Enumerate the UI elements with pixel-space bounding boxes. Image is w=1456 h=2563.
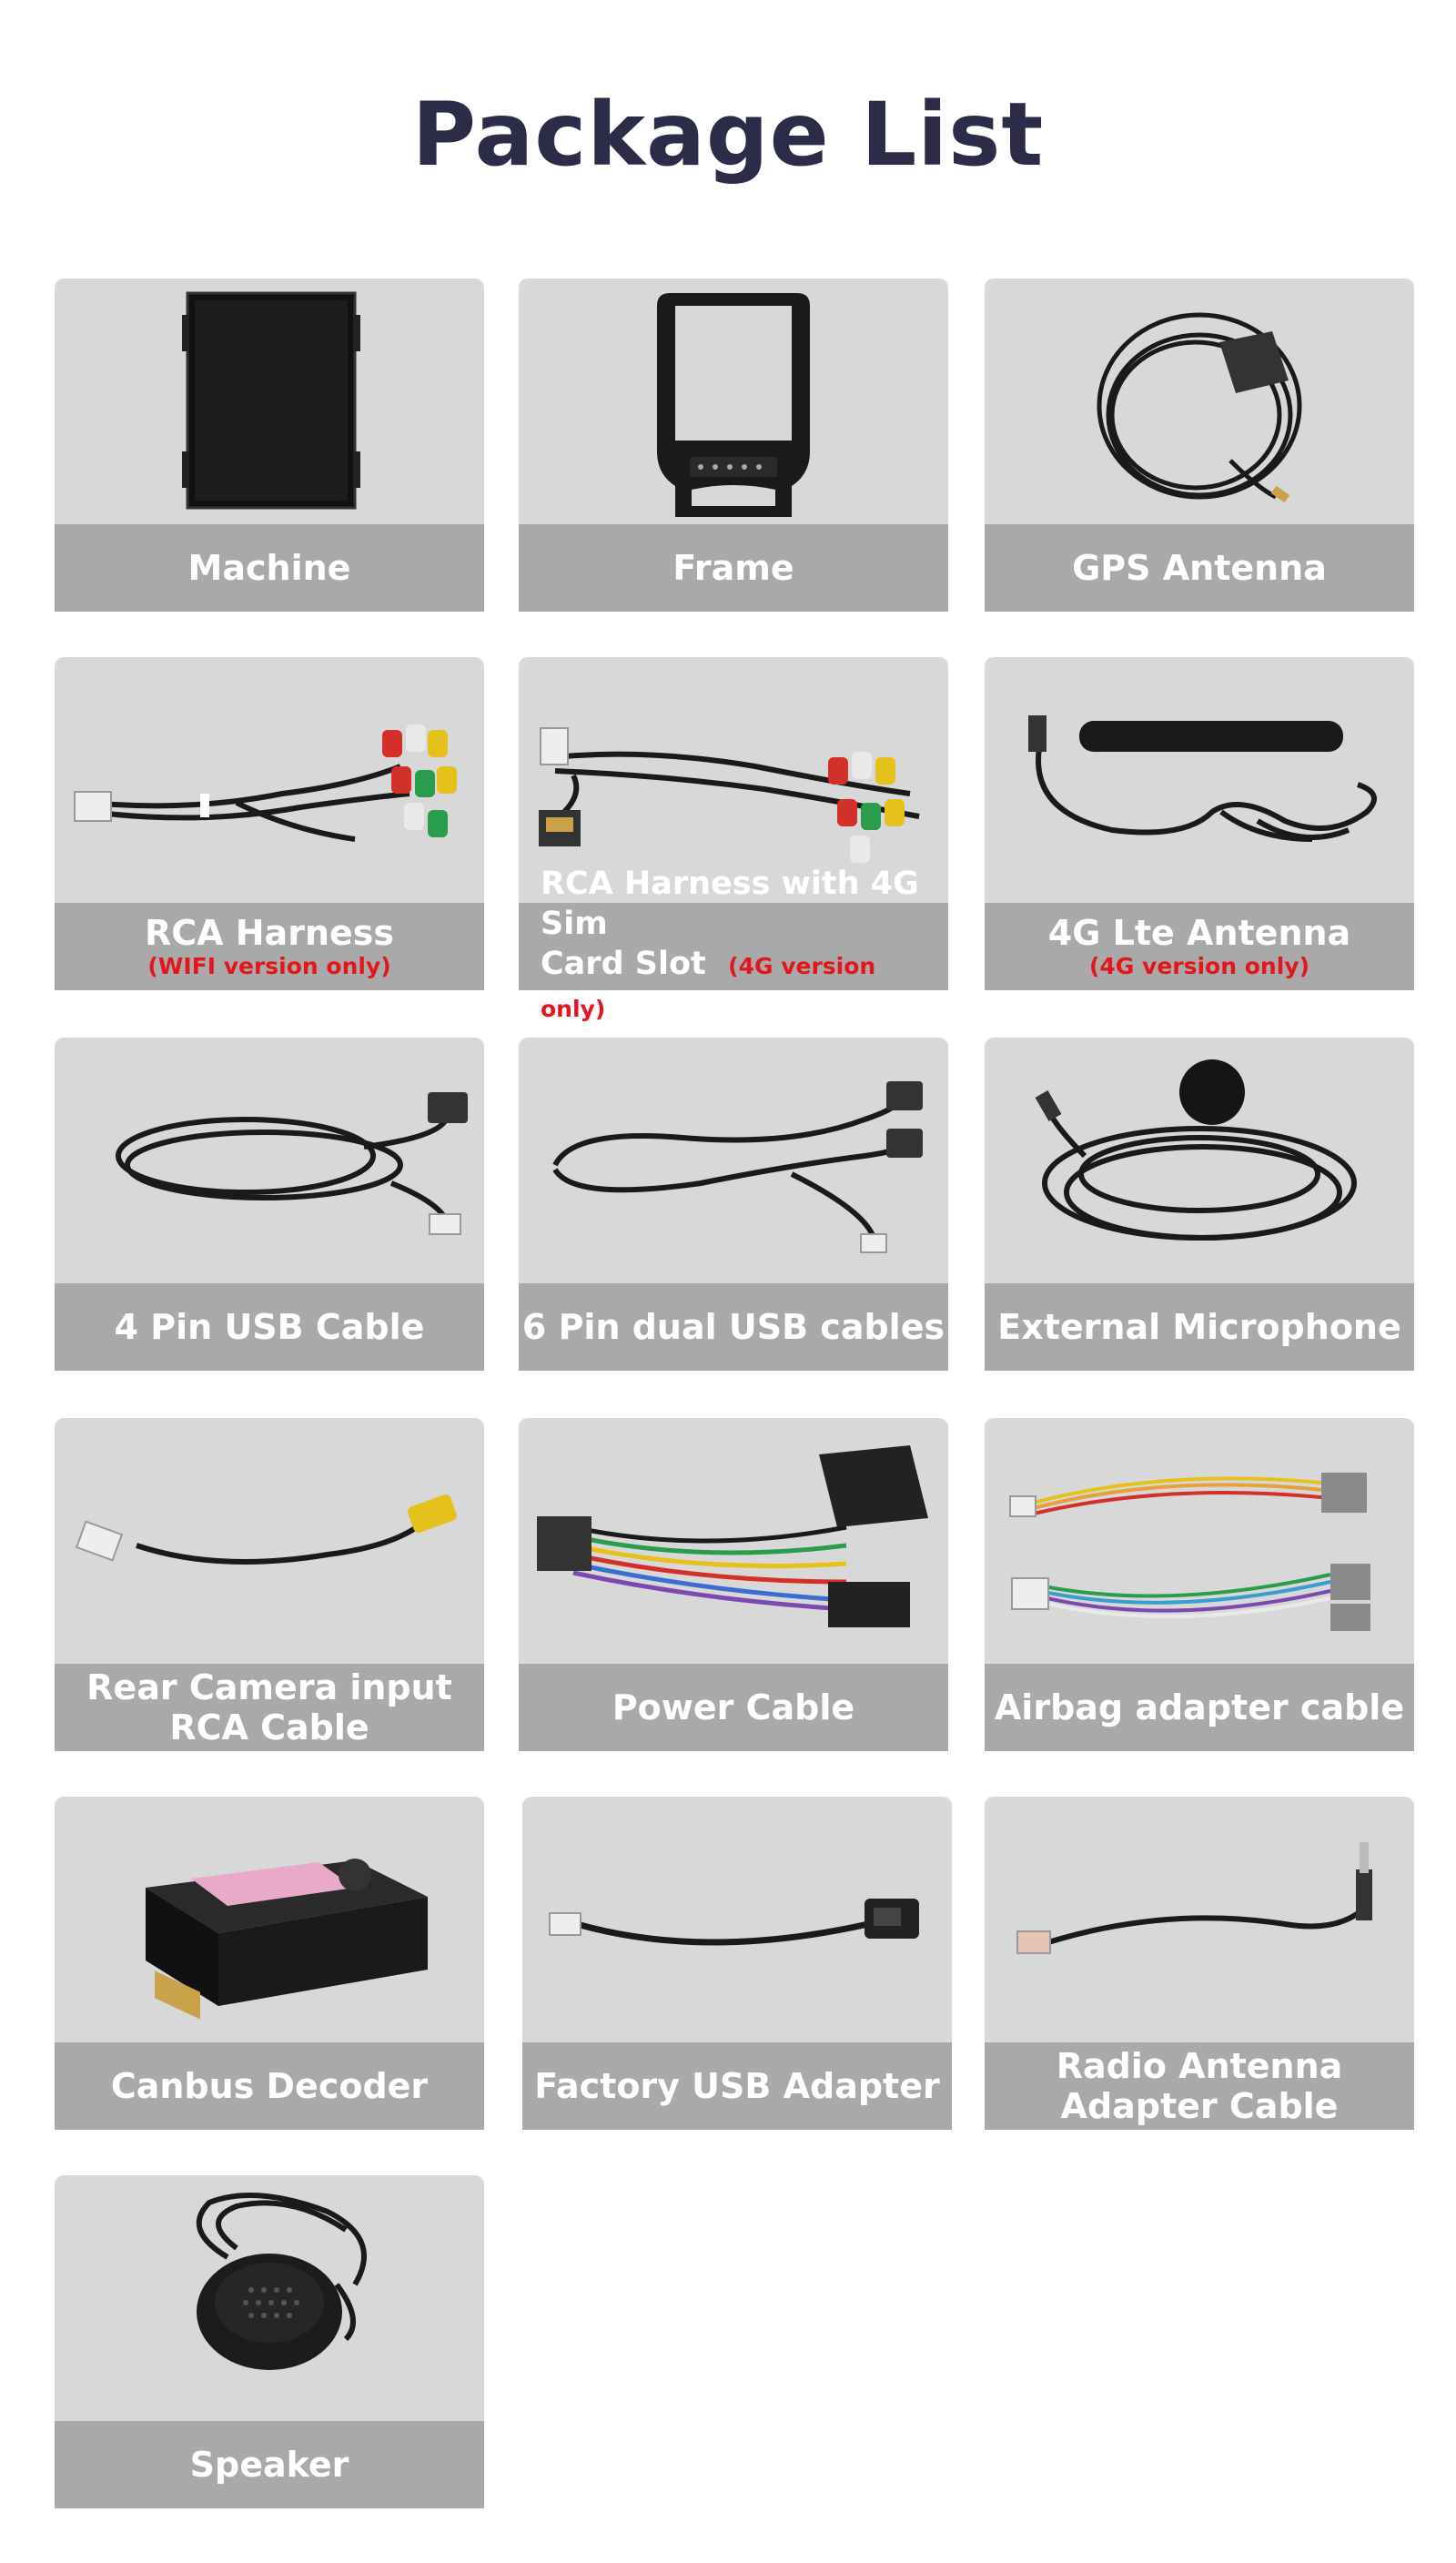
card-power-cable: Power Cable	[519, 1418, 948, 1751]
item-label-line2: RCA Cable	[169, 1707, 369, 1748]
power-cable-icon	[519, 1418, 948, 1664]
gps-antenna-icon	[985, 279, 1414, 524]
card-factory-usb-adapter: Factory USB Adapter	[522, 1797, 952, 2130]
card-caption: GPS Antenna	[985, 524, 1414, 612]
item-label: 4 Pin USB Cable	[114, 1307, 425, 1347]
card-caption: Rear Camera input RCA Cable	[55, 1664, 484, 1751]
rca-harness-4g-icon	[519, 657, 948, 903]
card-rear-camera-rca: Rear Camera input RCA Cable	[55, 1418, 484, 1751]
card-canbus-decoder: Canbus Decoder	[55, 1797, 484, 2130]
item-label-line1: Rear Camera input	[86, 1667, 452, 1707]
card-radio-antenna-adapter: Radio Antenna Adapter Cable	[985, 1797, 1414, 2130]
card-airbag-adapter: Airbag adapter cable	[985, 1418, 1414, 1751]
card-caption: Speaker	[55, 2421, 484, 2508]
item-label: Machine	[187, 548, 351, 588]
card-external-microphone: External Microphone	[985, 1038, 1414, 1371]
item-label: RCA Harness	[144, 913, 395, 953]
dual-usb-cable-icon	[519, 1038, 948, 1283]
card-caption: 4 Pin USB Cable	[55, 1283, 484, 1371]
item-label-line1: Radio Antenna	[1056, 2046, 1343, 2086]
item-label: Frame	[672, 548, 794, 588]
page-title: Package List	[411, 84, 1045, 186]
card-caption: RCA Harness (WIFI version only)	[55, 903, 484, 990]
card-rca-harness: RCA Harness (WIFI version only)	[55, 657, 484, 990]
card-gps-antenna: GPS Antenna	[985, 279, 1414, 612]
speaker-icon	[55, 2175, 484, 2421]
card-4-pin-usb: 4 Pin USB Cable	[55, 1038, 484, 1371]
card-speaker: Speaker	[55, 2175, 484, 2508]
card-frame: Frame	[519, 279, 948, 612]
card-caption: Power Cable	[519, 1664, 948, 1751]
canbus-box-icon	[55, 1797, 484, 2042]
item-note: (WIFI version only)	[147, 953, 391, 979]
item-label: Speaker	[189, 2445, 349, 2485]
item-label-line2: Card Slot (4G version only)	[541, 944, 948, 1029]
card-caption: Airbag adapter cable	[985, 1664, 1414, 1751]
item-label: External Microphone	[997, 1307, 1401, 1347]
item-note: (4G version only)	[1088, 953, 1310, 979]
card-caption: 6 Pin dual USB cables	[519, 1283, 948, 1371]
item-label-line2: Adapter Cable	[1060, 2086, 1339, 2126]
camera-rca-cable-icon	[55, 1418, 484, 1664]
item-label: Airbag adapter cable	[994, 1687, 1405, 1727]
item-label-line2-text: Card Slot	[541, 946, 706, 982]
factory-usb-icon	[522, 1797, 952, 2042]
item-label: Canbus Decoder	[110, 2066, 429, 2106]
card-caption: Canbus Decoder	[55, 2042, 484, 2130]
item-label: Factory USB Adapter	[534, 2066, 940, 2106]
item-label: Power Cable	[612, 1687, 855, 1727]
card-6-pin-dual-usb: 6 Pin dual USB cables	[519, 1038, 948, 1371]
card-machine: Machine	[55, 279, 484, 612]
airbag-cable-icon	[985, 1418, 1414, 1664]
card-rca-harness-4g: RCA Harness with 4G Sim Card Slot (4G ve…	[519, 657, 948, 1022]
item-label: GPS Antenna	[1072, 548, 1327, 588]
dash-frame-icon	[519, 279, 948, 524]
microphone-icon	[985, 1038, 1414, 1283]
screen-module-icon	[55, 279, 484, 524]
card-4g-lte-antenna: 4G Lte Antenna (4G version only)	[985, 657, 1414, 990]
card-caption: Machine	[55, 524, 484, 612]
radio-antenna-cable-icon	[985, 1797, 1414, 2042]
card-caption: External Microphone	[985, 1283, 1414, 1371]
card-caption: Frame	[519, 524, 948, 612]
item-label: 4G Lte Antenna	[1047, 913, 1351, 953]
item-note: (4G version only)	[541, 953, 876, 1022]
lte-antenna-icon	[985, 657, 1414, 903]
usb-cable-icon	[55, 1038, 484, 1283]
rca-harness-icon	[55, 657, 484, 903]
item-label-line1: RCA Harness with 4G Sim	[541, 866, 919, 942]
card-caption: RCA Harness with 4G Sim Card Slot (4G ve…	[519, 866, 948, 1022]
card-caption: 4G Lte Antenna (4G version only)	[985, 903, 1414, 990]
card-caption: Factory USB Adapter	[522, 2042, 952, 2130]
card-caption: Radio Antenna Adapter Cable	[985, 2042, 1414, 2130]
item-label: 6 Pin dual USB cables	[521, 1307, 945, 1347]
